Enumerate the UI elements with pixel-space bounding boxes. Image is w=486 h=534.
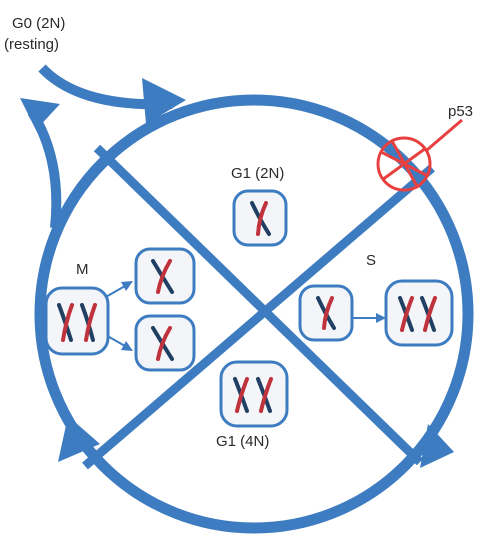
s-replication-arrow — [352, 313, 386, 323]
g1-4n-label: G1 (4N) — [216, 433, 269, 450]
cell-g1-2n — [232, 189, 288, 247]
cell-m-parent — [44, 286, 110, 356]
p53-pointer-line — [426, 118, 463, 152]
arrowhead-icon — [420, 424, 454, 468]
g1-2n-label: G1 (2N) — [231, 165, 284, 182]
cell-s-input — [298, 284, 354, 342]
divider-line-a — [93, 144, 424, 466]
crossed-circle-icon — [376, 136, 432, 192]
g0-label-line1: G0 (2N) — [12, 15, 65, 32]
m-phase-label: M — [76, 261, 89, 278]
cell-m-daughter-bottom — [134, 314, 196, 372]
arrowhead-icon — [142, 78, 186, 124]
arrowhead-icon — [121, 341, 133, 351]
p53-checkpoint — [376, 118, 463, 192]
arrowhead-icon — [121, 281, 133, 291]
g0-label-line2: (resting) — [4, 36, 59, 53]
divider-line-b — [82, 164, 435, 470]
cell-s-output — [384, 279, 454, 347]
arrowhead-icon — [20, 98, 60, 130]
s-phase-label: S — [366, 252, 376, 269]
cell-g1-4n — [219, 360, 289, 428]
arrowhead-icon — [376, 313, 386, 323]
p53-label: p53 — [448, 103, 473, 120]
arrowhead-icon — [58, 416, 100, 462]
g0-exit-path — [27, 109, 62, 229]
cell-m-daughter-top — [134, 247, 196, 305]
cycle-ring — [34, 94, 474, 534]
